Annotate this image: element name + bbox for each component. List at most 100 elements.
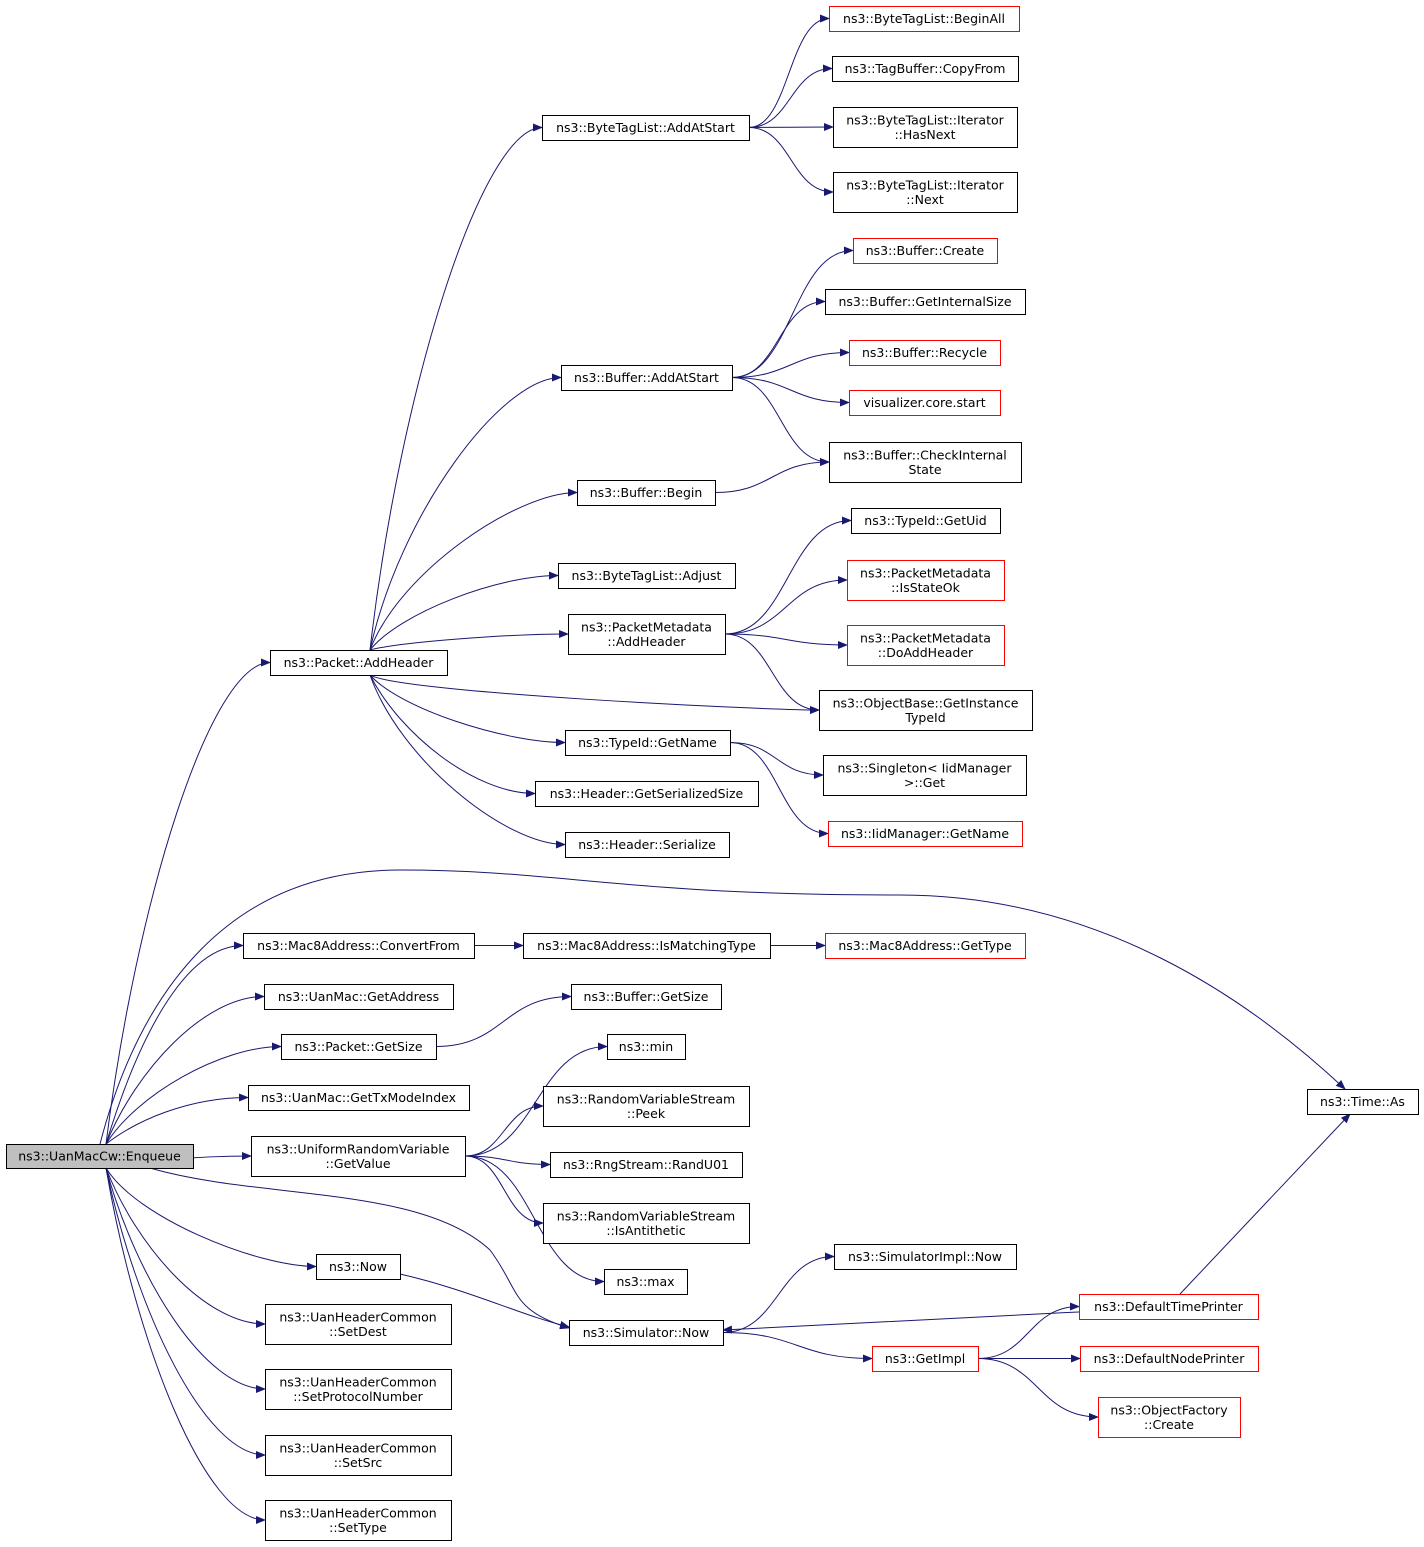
node-box xyxy=(825,933,1026,959)
function-node-defaultNodePrinter[interactable]: ns3::DefaultNodePrinter xyxy=(1080,1346,1259,1372)
node-label-line: ::Peek xyxy=(627,1106,666,1121)
function-node-btlIterHasNext[interactable]: ns3::ByteTagList::Iterator::HasNext xyxy=(833,107,1018,148)
function-node-bufGetInternalSize[interactable]: ns3::Buffer::GetInternalSize xyxy=(825,289,1026,315)
function-node-defaultTimePrinter[interactable]: ns3::DefaultTimePrinter xyxy=(1079,1294,1259,1320)
function-node-timeAs[interactable]: ns3::Time::As xyxy=(1307,1089,1419,1115)
function-node-mac8GetType[interactable]: ns3::Mac8Address::GetType xyxy=(825,933,1026,959)
node-box xyxy=(851,508,1001,534)
function-node-uanGetAddress[interactable]: ns3::UanMac::GetAddress xyxy=(264,984,454,1010)
function-node-bufGetSize[interactable]: ns3::Buffer::GetSize xyxy=(571,984,722,1010)
node-box xyxy=(847,625,1005,666)
edge-arrow xyxy=(369,674,820,714)
edge-arrow xyxy=(399,1273,570,1329)
function-node-setType[interactable]: ns3::UanHeaderCommon::SetType xyxy=(265,1500,452,1541)
node-box xyxy=(561,365,733,391)
function-node-btlIterNext[interactable]: ns3::ByteTagList::Iterator::Next xyxy=(833,172,1018,213)
function-node-getImpl[interactable]: ns3::GetImpl xyxy=(872,1346,979,1372)
node-box xyxy=(243,933,475,959)
call-edge-enqueue-to-mac8ConvertFrom xyxy=(105,941,244,1145)
function-node-ns3Now[interactable]: ns3::Now xyxy=(316,1254,401,1280)
function-node-urvGetValue[interactable]: ns3::UniformRandomVariable::GetValue xyxy=(251,1136,466,1177)
function-node-bufCreate[interactable]: ns3::Buffer::Create xyxy=(853,238,998,264)
function-node-iidGetName[interactable]: ns3::IidManager::GetName xyxy=(828,821,1023,847)
node-label-line: ns3::UanMacCw::Enqueue xyxy=(18,1149,181,1164)
function-node-hdrSerialize[interactable]: ns3::Header::Serialize xyxy=(565,832,730,858)
node-label-line: ns3::DefaultNodePrinter xyxy=(1094,1351,1246,1366)
edge-arrow xyxy=(105,1167,266,1524)
edge-arrow xyxy=(731,297,826,378)
node-label-line: ns3::Packet::GetSize xyxy=(294,1039,422,1054)
call-edge-enqueue-to-simNow xyxy=(149,1167,570,1330)
call-edge-typeIdGetName-to-singletonGet xyxy=(729,742,824,779)
call-edge-btlAddAtStart-to-btlBeginAll xyxy=(748,14,830,128)
function-node-setDest[interactable]: ns3::UanHeaderCommon::SetDest xyxy=(265,1304,452,1345)
function-node-uanGetTxModeIndex[interactable]: ns3::UanMac::GetTxModeIndex xyxy=(248,1085,470,1111)
function-node-mac8ConvertFrom[interactable]: ns3::Mac8Address::ConvertFrom xyxy=(243,933,475,959)
function-node-mac8IsMatchingType[interactable]: ns3::Mac8Address::IsMatchingType xyxy=(523,933,771,959)
function-node-objFactoryCreate[interactable]: ns3::ObjectFactory::Create xyxy=(1098,1397,1241,1438)
function-node-tagBufCopyFrom[interactable]: ns3::TagBuffer::CopyFrom xyxy=(832,56,1019,82)
call-edge-btlAddAtStart-to-tagBufCopyFrom xyxy=(748,64,833,128)
function-node-rngRandU01[interactable]: ns3::RngStream::RandU01 xyxy=(550,1152,743,1178)
edge-arrow xyxy=(105,1093,249,1145)
edge-arrow xyxy=(464,1155,551,1169)
node-label-line: ns3::Mac8Address::ConvertFrom xyxy=(257,938,460,953)
function-node-pmAddHeader[interactable]: ns3::PacketMetadata::AddHeader xyxy=(568,614,726,655)
function-node-vizStart[interactable]: visualizer.core.start xyxy=(849,390,1001,416)
function-node-pmIsStateOk[interactable]: ns3::PacketMetadata::IsStateOk xyxy=(847,560,1005,601)
call-edge-getImpl-to-objFactoryCreate xyxy=(977,1358,1099,1421)
node-label-line: ::SetDest xyxy=(329,1324,387,1339)
call-edge-addHeader-to-hdrSerialize xyxy=(369,674,566,849)
edge-arrow xyxy=(464,1102,544,1157)
node-label-line: ns3::UanHeaderCommon xyxy=(279,1374,436,1389)
node-box xyxy=(523,933,771,959)
function-node-typeIdGetUid[interactable]: ns3::TypeId::GetUid xyxy=(851,508,1001,534)
edge-arrow xyxy=(105,1167,266,1328)
function-node-max[interactable]: ns3::max xyxy=(604,1269,688,1295)
function-node-simImplNow[interactable]: ns3::SimulatorImpl::Now xyxy=(834,1244,1017,1270)
function-node-rvsIsAntithetic[interactable]: ns3::RandomVariableStream::IsAntithetic xyxy=(543,1203,750,1244)
call-edge-urvGetValue-to-rngRandU01 xyxy=(464,1155,551,1169)
function-node-min[interactable]: ns3::min xyxy=(607,1034,686,1060)
edge-arrow xyxy=(369,674,566,747)
function-node-setSrc[interactable]: ns3::UanHeaderCommon::SetSrc xyxy=(265,1435,452,1476)
edge-arrow xyxy=(731,348,850,378)
function-node-pmDoAddHeader[interactable]: ns3::PacketMetadata::DoAddHeader xyxy=(847,625,1005,666)
node-box xyxy=(849,340,1001,366)
node-box xyxy=(571,984,722,1010)
node-box xyxy=(543,1203,750,1244)
node-label-line: ::Create xyxy=(1144,1417,1194,1432)
call-edge-getImpl-to-defaultTimePrinter xyxy=(977,1302,1080,1359)
function-node-bufRecycle[interactable]: ns3::Buffer::Recycle xyxy=(849,340,1001,366)
node-label-line: ns3::Buffer::Begin xyxy=(590,485,703,500)
function-node-singletonGet[interactable]: ns3::Singleton< IidManager>::Get xyxy=(823,755,1027,796)
node-box xyxy=(847,560,1005,601)
node-label-line: ns3::RandomVariableStream xyxy=(557,1091,735,1106)
node-label-line: ns3::Header::GetSerializedSize xyxy=(550,786,744,801)
function-node-btlAddAtStart[interactable]: ns3::ByteTagList::AddAtStart xyxy=(542,115,750,141)
edge-arrow xyxy=(464,1042,608,1157)
function-node-btlAdjust[interactable]: ns3::ByteTagList::Adjust xyxy=(558,563,736,589)
function-node-bufAddAtStart[interactable]: ns3::Buffer::AddAtStart xyxy=(561,365,733,391)
edge-arrow xyxy=(369,488,578,651)
function-node-typeIdGetName[interactable]: ns3::TypeId::GetName xyxy=(565,730,731,756)
function-node-simNow[interactable]: ns3::Simulator::Now xyxy=(569,1320,724,1346)
function-node-rvsPeek[interactable]: ns3::RandomVariableStream::Peek xyxy=(543,1086,750,1127)
node-label-line: ::DoAddHeader xyxy=(878,645,974,660)
edge-arrow xyxy=(105,1167,317,1271)
function-node-hdrGetSerializedSize[interactable]: ns3::Header::GetSerializedSize xyxy=(535,781,759,807)
function-node-bufBegin[interactable]: ns3::Buffer::Begin xyxy=(577,480,716,506)
function-node-btlBeginAll[interactable]: ns3::ByteTagList::BeginAll xyxy=(829,6,1020,32)
node-label-line: ns3::ObjectBase::GetInstance xyxy=(833,695,1019,710)
call-edge-enqueue-to-addHeader xyxy=(105,658,271,1145)
function-node-setProtocolNumber[interactable]: ns3::UanHeaderCommon::SetProtocolNumber xyxy=(265,1369,452,1410)
node-box xyxy=(535,781,759,807)
call-edge-addHeader-to-btlAddAtStart xyxy=(369,123,543,651)
function-node-addHeader[interactable]: ns3::Packet::AddHeader xyxy=(270,650,448,676)
edge-arrow xyxy=(729,742,824,779)
node-label-line: ns3::TypeId::GetName xyxy=(578,735,717,750)
function-node-pktGetSize[interactable]: ns3::Packet::GetSize xyxy=(281,1034,437,1060)
node-label-line: ns3::ByteTagList::Iterator xyxy=(846,177,1004,192)
